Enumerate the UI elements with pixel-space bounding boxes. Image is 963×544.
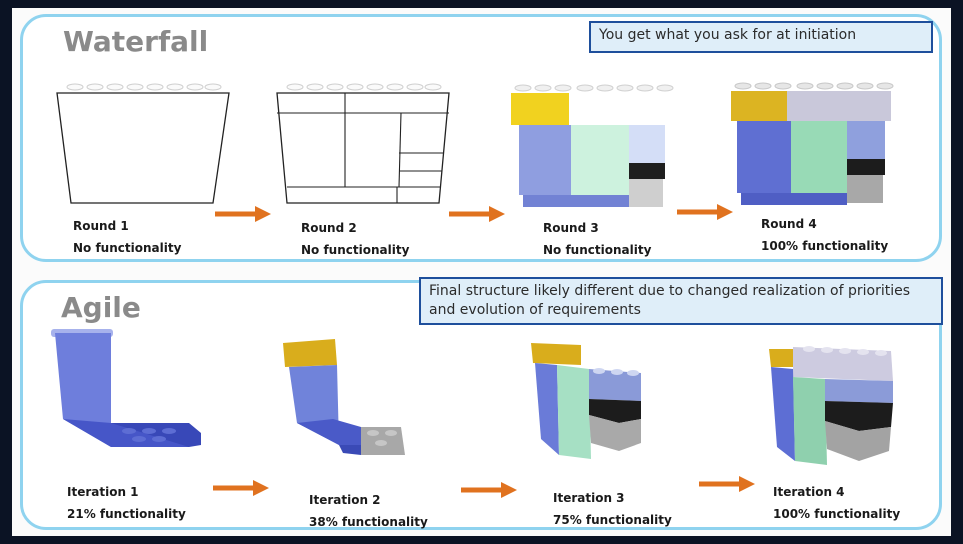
iteration-2-brick-block bbox=[283, 339, 405, 455]
iteration-1-label: Iteration 1 bbox=[67, 485, 139, 499]
iteration-2-label: Iteration 2 bbox=[309, 493, 381, 507]
iteration-2-caption: Iteration 2 38% functionality bbox=[309, 489, 428, 533]
round-3-brick-block bbox=[511, 84, 674, 207]
round-1-status: No functionality bbox=[73, 241, 182, 255]
round-4-caption: Round 4 100% functionality bbox=[761, 213, 888, 257]
round-1-label: Round 1 bbox=[73, 219, 129, 233]
iteration-1-brick-block bbox=[51, 329, 201, 447]
arrow-right-icon bbox=[215, 206, 271, 222]
iteration-3-caption: Iteration 3 75% functionality bbox=[553, 487, 672, 531]
iteration-3-status: 75% functionality bbox=[553, 513, 672, 527]
round-2-caption: Round 2 No functionality bbox=[301, 217, 409, 261]
round-1-caption: Round 1 No functionality bbox=[73, 215, 181, 259]
waterfall-panel: Waterfall You get what you ask for at in… bbox=[20, 14, 942, 262]
iteration-4-caption: Iteration 4 100% functionality bbox=[773, 481, 900, 525]
waterfall-note: You get what you ask for at initiation bbox=[589, 21, 933, 53]
arrow-right-icon bbox=[461, 482, 517, 498]
round-4-brick-block bbox=[731, 82, 894, 205]
round-1-outline-block bbox=[56, 83, 230, 204]
round-3-caption: Round 3 No functionality bbox=[543, 217, 651, 261]
arrow-right-icon bbox=[213, 480, 269, 496]
agile-title: Agile bbox=[61, 291, 141, 324]
round-4-label: Round 4 bbox=[761, 217, 817, 231]
agile-note: Final structure likely different due to … bbox=[419, 277, 943, 325]
iteration-2-status: 38% functionality bbox=[309, 515, 428, 529]
agile-panel: Agile Final structure likely different d… bbox=[20, 277, 943, 533]
iteration-1-caption: Iteration 1 21% functionality bbox=[67, 481, 186, 525]
round-3-status: No functionality bbox=[543, 243, 652, 257]
iteration-4-brick-block bbox=[769, 346, 893, 465]
arrow-right-icon bbox=[677, 204, 733, 220]
round-4-status: 100% functionality bbox=[761, 239, 889, 253]
round-2-status: No functionality bbox=[301, 243, 410, 257]
iteration-1-status: 21% functionality bbox=[67, 507, 186, 521]
round-2-outline-block bbox=[276, 83, 450, 204]
round-3-label: Round 3 bbox=[543, 221, 599, 235]
arrow-right-icon bbox=[699, 476, 755, 492]
iteration-4-label: Iteration 4 bbox=[773, 485, 845, 499]
iteration-3-label: Iteration 3 bbox=[553, 491, 625, 505]
iteration-3-brick-block bbox=[531, 343, 641, 459]
iteration-4-status: 100% functionality bbox=[773, 507, 901, 521]
waterfall-title: Waterfall bbox=[63, 25, 209, 58]
arrow-right-icon bbox=[449, 206, 505, 222]
round-2-label: Round 2 bbox=[301, 221, 357, 235]
slide-frame: Waterfall You get what you ask for at in… bbox=[12, 8, 951, 536]
